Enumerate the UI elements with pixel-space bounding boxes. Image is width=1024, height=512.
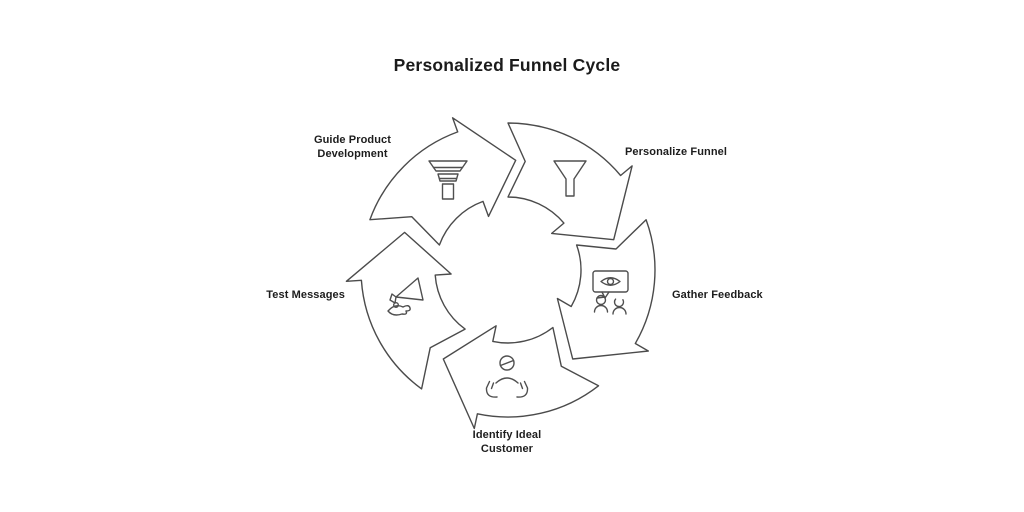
cycle-arrow-gather-feedback: [556, 219, 656, 360]
layered-funnel-icon: [428, 160, 468, 200]
diagram-title: Personalized Funnel Cycle: [393, 55, 621, 75]
cycle-icons: [387, 160, 629, 398]
customer-in-hands-icon: [485, 355, 529, 398]
funnel-icon: [553, 160, 587, 197]
label-test-messages: Test Messages: [266, 289, 345, 301]
cycle-arrow-ring: [345, 117, 656, 430]
megaphone-in-hand-icon: [387, 277, 424, 316]
cycle-arrow-personalize-funnel: [507, 122, 633, 241]
cycle-arrow-identify-ideal-customer: [442, 325, 600, 430]
feedback-eye-bubble-icon: [592, 270, 629, 315]
label-personalize-funnel: Personalize Funnel: [625, 146, 728, 158]
label-identify-ideal-customer: Identify Ideal Customer: [472, 429, 542, 455]
label-gather-feedback: Gather Feedback: [672, 289, 763, 301]
label-guide-product-development: Guide Product Development: [313, 134, 392, 160]
